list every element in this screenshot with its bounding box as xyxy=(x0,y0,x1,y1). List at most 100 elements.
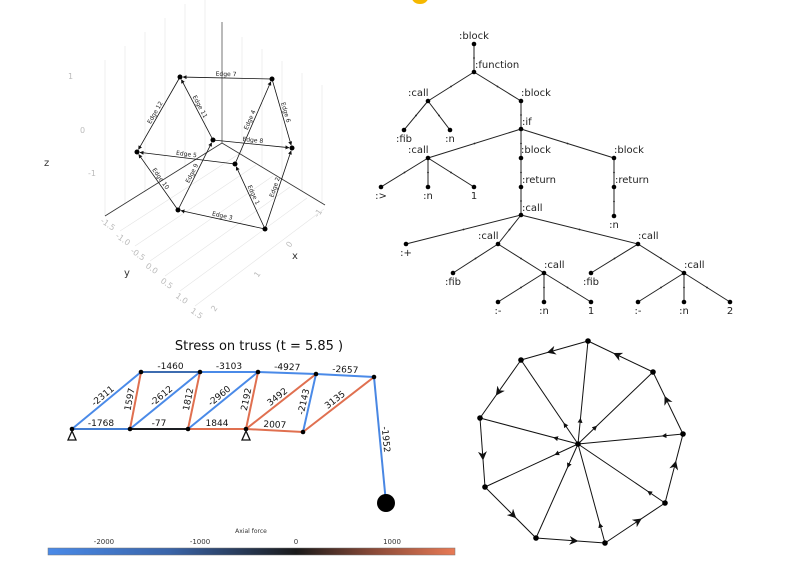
grid-line xyxy=(149,175,274,262)
truss-member xyxy=(71,371,142,430)
edge-direction-mark xyxy=(613,257,616,260)
tree-node xyxy=(588,299,594,305)
graph-node xyxy=(585,338,591,344)
truss-joint xyxy=(255,369,261,375)
tree-node xyxy=(425,98,431,104)
y-tick-label: -1.5 xyxy=(99,216,117,232)
tree-node-label: :> xyxy=(375,191,387,202)
colorbar-tick-label: 1000 xyxy=(383,538,401,546)
member-force-label: 1812 xyxy=(182,387,197,411)
tree-node-label: :call xyxy=(408,145,429,156)
tree-node-label: :block xyxy=(459,31,489,42)
edge-line xyxy=(234,81,272,165)
edge-line xyxy=(264,150,292,230)
edge-direction-mark xyxy=(683,286,685,289)
x-axis-line xyxy=(221,142,326,206)
tree-node-label: :call xyxy=(638,231,659,242)
tree-node xyxy=(471,41,477,47)
truss-member xyxy=(187,371,259,430)
edge-label: Edge 4 xyxy=(243,109,258,131)
edge-direction-mark xyxy=(438,114,440,117)
y-tick-label: -1.0 xyxy=(114,231,132,247)
edge-direction-mark xyxy=(520,171,522,174)
tree-node xyxy=(727,299,733,305)
edge-label: Edge 9 xyxy=(185,162,201,184)
y-tick-label: -0.5 xyxy=(129,246,147,262)
tree-node xyxy=(495,241,501,247)
edge-direction-mark xyxy=(462,228,465,231)
edge-label: Edge 3 xyxy=(211,210,233,221)
graph-node xyxy=(262,226,268,232)
spoke-edge xyxy=(577,433,684,445)
member-force-label: -3103 xyxy=(216,362,242,372)
x-tick-label: -1 xyxy=(312,207,324,219)
edge-line xyxy=(180,209,266,230)
truss-joint xyxy=(69,426,75,432)
edge-direction-mark xyxy=(543,286,545,289)
rim-edge xyxy=(520,340,589,361)
edge-line xyxy=(177,142,213,211)
truss-stress-plot: Stress on truss (t = 5.85 ) Axial force … xyxy=(47,339,456,556)
edge-direction-mark xyxy=(474,257,477,260)
tree-node-label: :n xyxy=(539,306,549,317)
truss-member xyxy=(187,371,201,430)
tree-node-label: :if xyxy=(522,117,532,128)
truss-joint xyxy=(197,369,203,375)
tree-node-label: 2 xyxy=(727,306,733,317)
tree-node-label: :call xyxy=(408,88,429,99)
edge-label: Edge 2 xyxy=(269,176,282,198)
grid-line xyxy=(194,208,325,307)
truss-joint xyxy=(185,426,191,432)
y-axis-label: y xyxy=(124,268,130,279)
rim-edge xyxy=(652,371,684,435)
truss-joint xyxy=(313,371,319,377)
tree-node xyxy=(518,126,524,132)
graph-node xyxy=(680,431,686,437)
tree-node xyxy=(635,299,641,305)
edge-direction-mark xyxy=(508,228,511,231)
truss-joint xyxy=(127,426,133,432)
edge-label: Edge 5 xyxy=(176,150,198,160)
edge-direction-mark xyxy=(566,142,569,145)
truss-member xyxy=(315,373,375,378)
rim-edge xyxy=(535,537,606,544)
tree-node xyxy=(611,213,617,219)
member-force-label: -4927 xyxy=(274,363,300,374)
edge-line xyxy=(139,150,236,165)
graph-node xyxy=(175,207,181,213)
truss-member xyxy=(129,371,142,430)
tree-node-label: :call xyxy=(478,231,499,242)
wheel-directed-graph xyxy=(477,338,686,546)
spoke-edge xyxy=(484,443,579,488)
edge-direction-mark xyxy=(566,286,569,289)
graph-node xyxy=(177,74,183,80)
edge-direction-mark xyxy=(520,257,522,260)
member-force-label: 2007 xyxy=(263,420,286,431)
tree-node xyxy=(518,212,524,218)
tree-node xyxy=(681,270,687,276)
3d-graph-plot: 10-1-1.5-1.0-0.50.00.51.01.5-1012zyxEdge… xyxy=(44,0,326,321)
edge-direction-mark xyxy=(613,171,615,174)
rim-edge xyxy=(664,433,684,504)
edge-label: Edge 11 xyxy=(191,94,209,119)
tree-node-label: :call xyxy=(522,203,543,214)
graph-node xyxy=(518,357,524,363)
colorbar-tick-label: -2000 xyxy=(94,538,114,546)
spoke-edge xyxy=(479,417,579,445)
truss-member xyxy=(302,376,375,433)
edge-direction-mark xyxy=(660,286,662,289)
edge-direction-mark xyxy=(450,85,452,88)
graph-node xyxy=(232,161,238,167)
edge-label: Edge 8 xyxy=(242,136,264,145)
top-yellow-shape xyxy=(412,0,428,4)
truss-title: Stress on truss (t = 5.85 ) xyxy=(175,339,343,354)
colorbar-tick-label: 0 xyxy=(294,538,298,546)
edge-line xyxy=(138,154,179,211)
tree-node xyxy=(518,155,524,161)
spoke-edge xyxy=(577,340,589,445)
truss-joint xyxy=(371,374,377,380)
tree-node xyxy=(611,184,617,190)
grid-line xyxy=(134,164,257,247)
graph-node xyxy=(289,145,295,151)
member-force-label: 2192 xyxy=(240,387,255,411)
